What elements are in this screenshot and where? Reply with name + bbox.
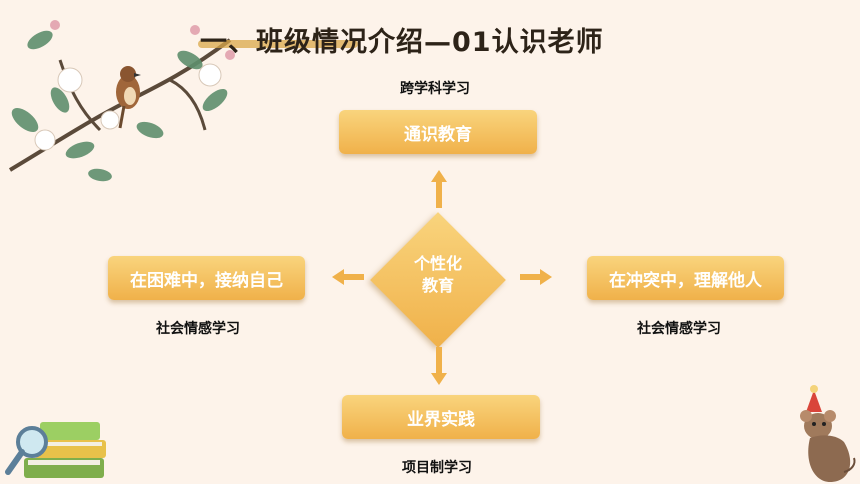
center-label: 个性化 教育 (398, 253, 478, 297)
right-caption: 社会情感学习 (637, 321, 721, 337)
page-title: 一、班级情况介绍—01认识老师 (200, 27, 604, 58)
top-box: 通识教育 (339, 110, 537, 154)
flower-branch-bird-illustration (8, 20, 235, 182)
right-box: 在冲突中，理解他人 (587, 256, 784, 300)
arrow-left-icon (332, 269, 364, 285)
arrow-down-icon (431, 347, 447, 385)
top-caption: 跨学科学习 (400, 81, 470, 97)
mouse-party-hat-illustration (800, 385, 856, 482)
left-box: 在困难中，接纳自己 (108, 256, 305, 300)
arrow-right-icon (520, 269, 552, 285)
books-magnifier-illustration (5, 422, 106, 478)
bottom-box: 业界实践 (342, 395, 540, 439)
center-label-line1: 个性化 (413, 254, 462, 273)
arrow-up-icon (431, 170, 447, 208)
left-caption: 社会情感学习 (156, 321, 240, 337)
bottom-caption: 项目制学习 (402, 460, 472, 476)
title-underline (198, 40, 358, 48)
center-label-line2: 教育 (421, 276, 454, 295)
